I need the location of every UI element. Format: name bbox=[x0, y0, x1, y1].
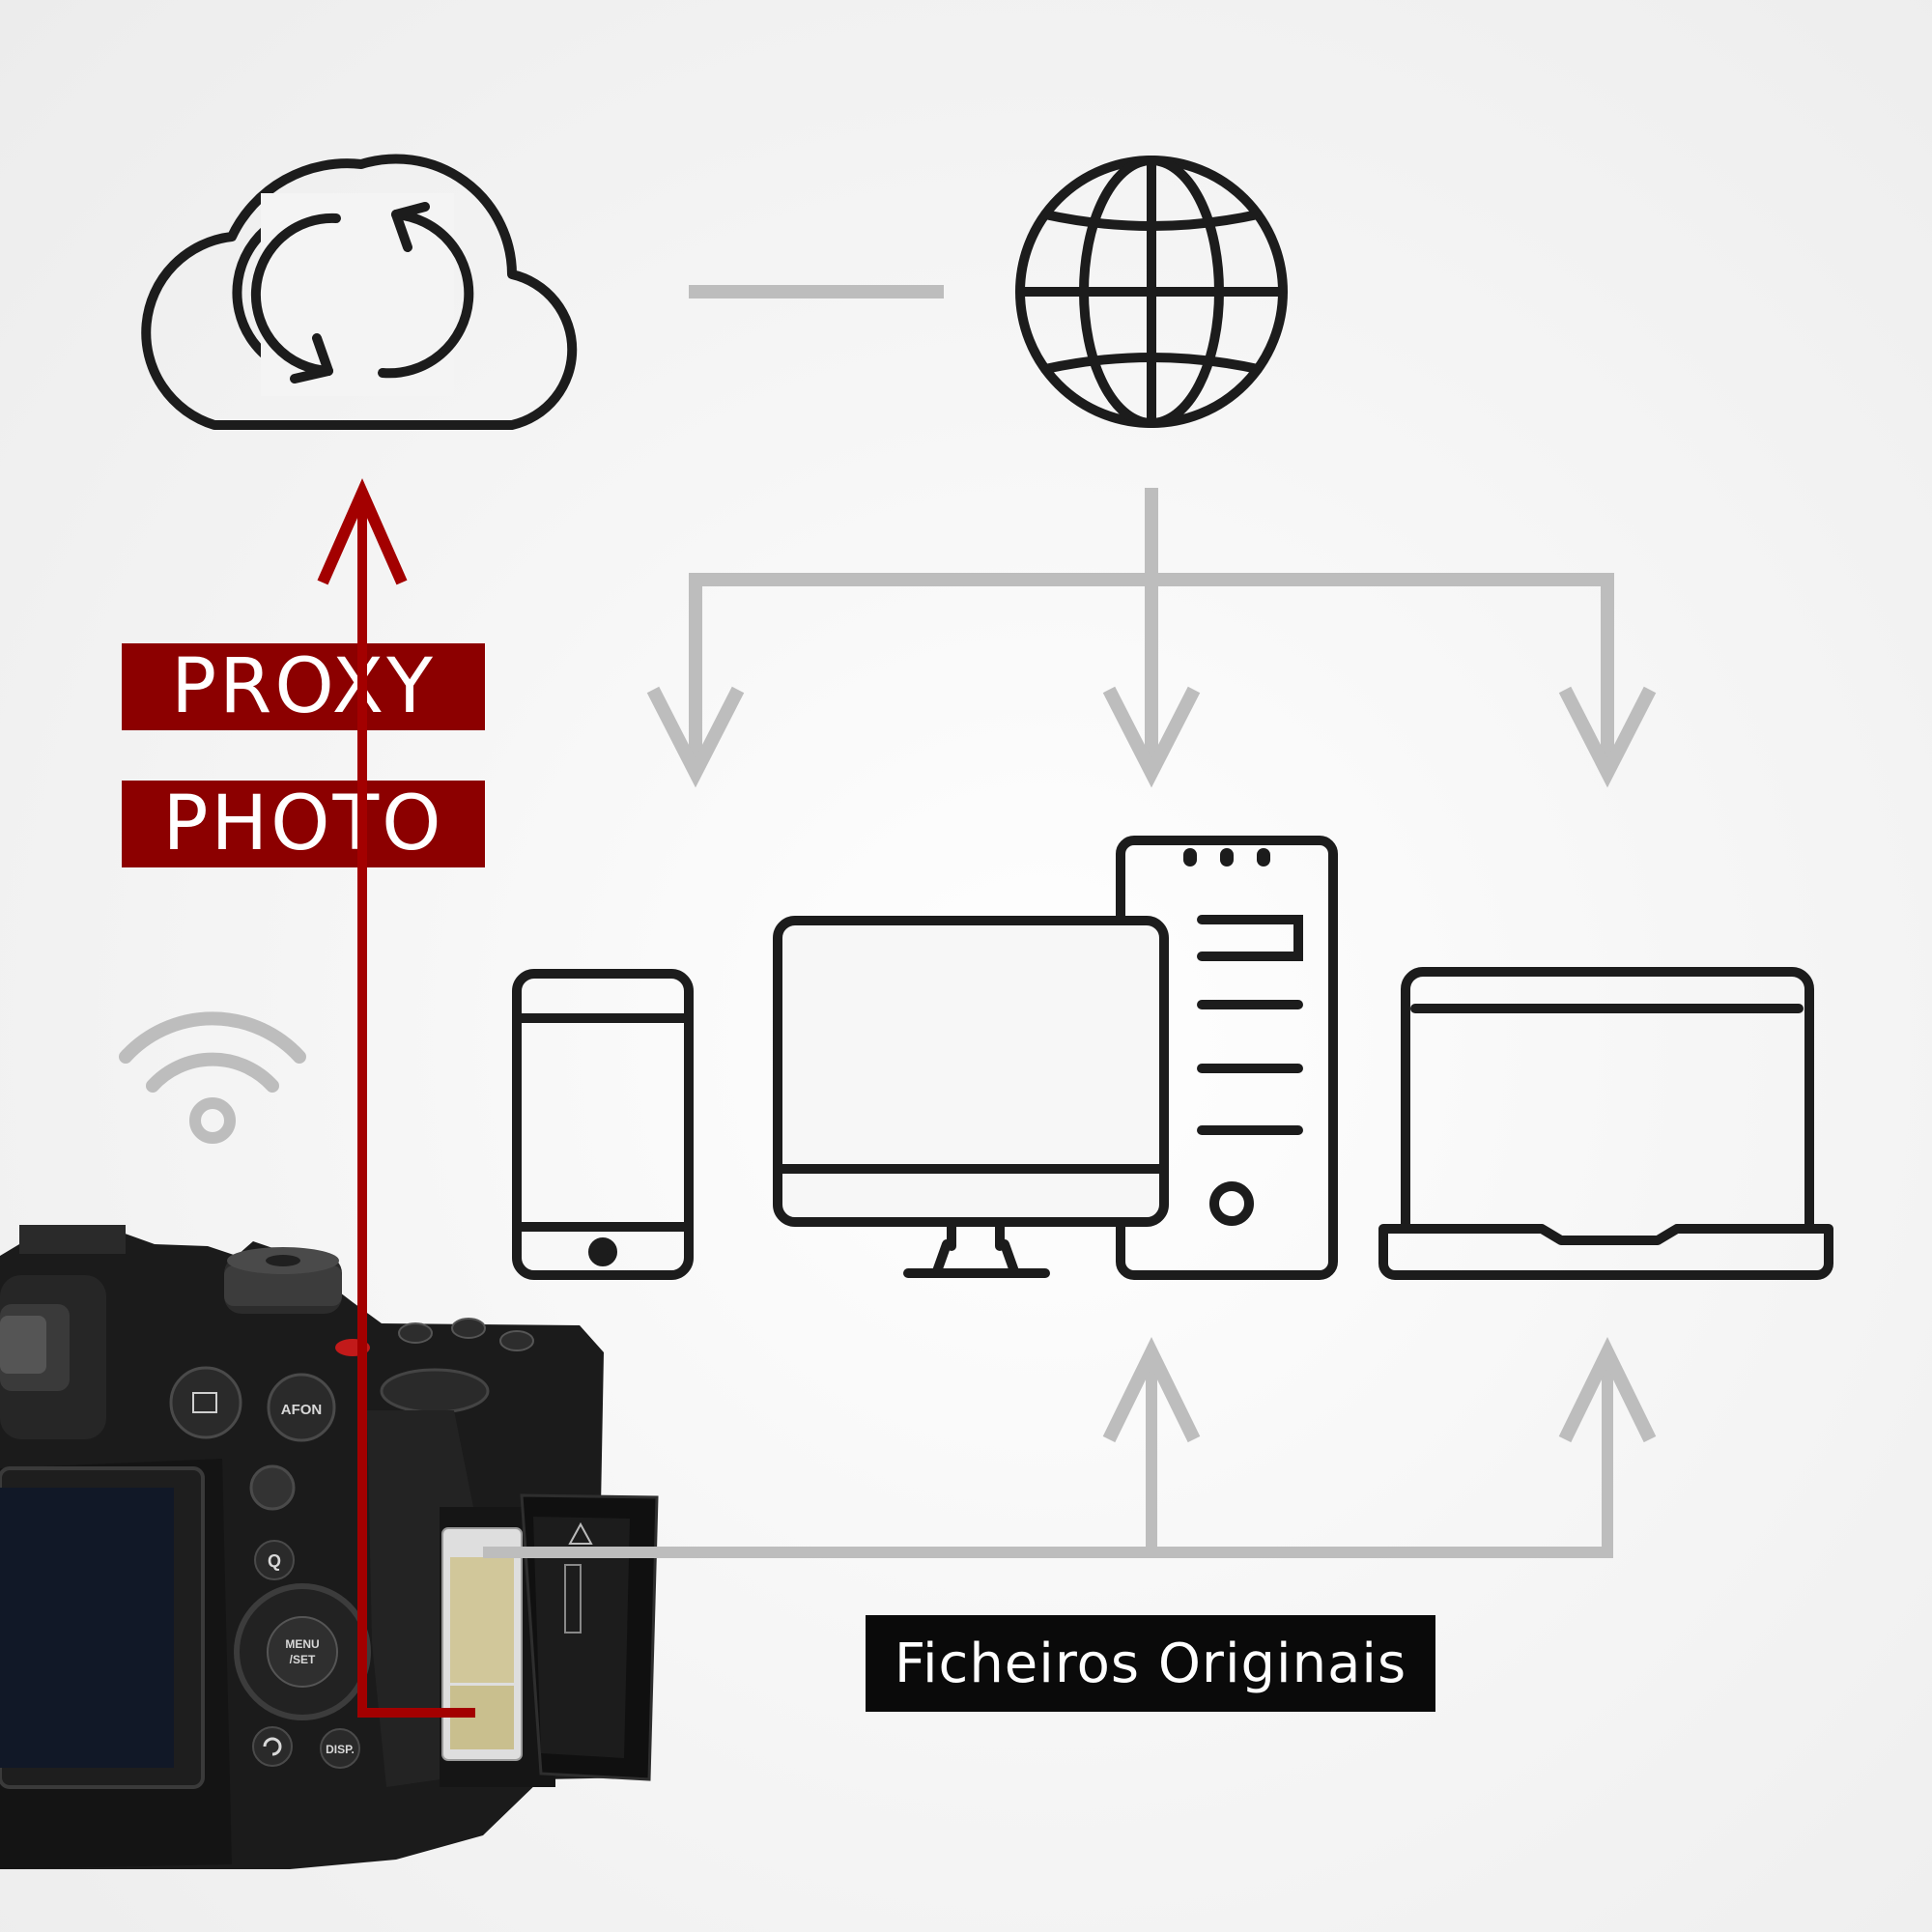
sync-arrows-icon bbox=[250, 193, 474, 396]
afon-button bbox=[267, 1373, 336, 1442]
arrow-down-phone bbox=[646, 686, 745, 788]
connector-lines bbox=[483, 285, 1657, 1558]
laptop-icon bbox=[1378, 967, 1833, 1280]
proxy-arrowhead bbox=[317, 478, 408, 585]
smartphone-icon bbox=[512, 969, 694, 1280]
photo-label: PHOTO bbox=[122, 781, 485, 867]
disp-button bbox=[320, 1728, 360, 1769]
q-button-label: Q bbox=[268, 1551, 281, 1571]
memory-card bbox=[441, 1527, 523, 1761]
desktop-computer-icon bbox=[773, 836, 1338, 1280]
arrow-up-desktop bbox=[1102, 1337, 1201, 1443]
globe-icon bbox=[1015, 156, 1288, 428]
original-files-path bbox=[483, 1352, 1613, 1558]
q-button bbox=[254, 1540, 295, 1580]
afon-button-label: AFON bbox=[281, 1402, 323, 1418]
proxy-path bbox=[317, 478, 475, 1718]
disp-button-label: DISP. bbox=[326, 1743, 355, 1756]
proxy-path-line bbox=[357, 493, 475, 1718]
set-button-label: /SET bbox=[290, 1653, 316, 1666]
arrow-up-laptop bbox=[1558, 1337, 1657, 1443]
arrow-down-desktop bbox=[1102, 686, 1201, 788]
menu-button-label: MENU bbox=[285, 1637, 319, 1651]
original-files-label: Ficheiros Originais bbox=[866, 1615, 1435, 1712]
camera-body: AFON Q MENU /SET DISP. bbox=[0, 1225, 659, 1869]
proxy-label: PROXY bbox=[122, 643, 485, 730]
mode-dial bbox=[224, 1247, 342, 1314]
distribution-bus bbox=[689, 573, 1614, 773]
wifi-icon bbox=[119, 1011, 306, 1144]
arrow-down-laptop bbox=[1558, 686, 1657, 788]
